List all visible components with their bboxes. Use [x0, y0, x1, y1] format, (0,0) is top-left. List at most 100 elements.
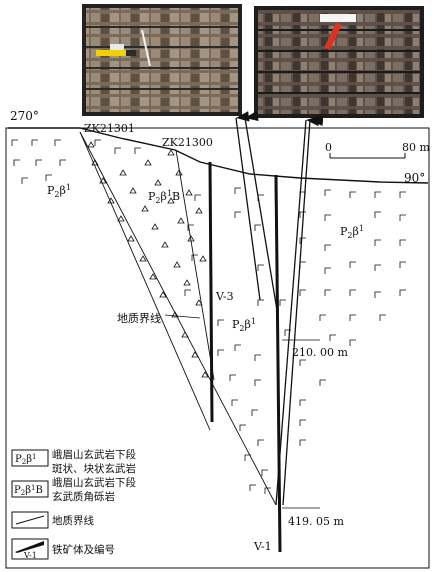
breccia-symbol — [99, 177, 107, 184]
arrow-icon — [235, 111, 261, 301]
breccia-symbol — [91, 159, 99, 166]
arrow-icon — [275, 115, 320, 506]
legend-box-p2b1 — [11, 449, 49, 467]
drillhole-trace-zk21300 — [208, 161, 214, 423]
legend-symbol-p2b1b: P2β1B — [14, 484, 43, 497]
basalt-symbol — [379, 314, 386, 321]
basalt-symbol — [234, 211, 241, 218]
unit-label-p2b1b: P2β1B — [148, 189, 180, 205]
legend-text-p2b1-line1: 峨眉山玄武岩下段 — [52, 448, 136, 461]
basalt-symbol — [284, 329, 291, 336]
basalt-symbol — [349, 261, 356, 268]
basalt-symbol — [264, 487, 271, 494]
breccia-symbol — [141, 205, 149, 212]
basalt-symbol — [254, 379, 261, 386]
basalt-symbol — [399, 289, 406, 296]
basalt-symbol — [217, 349, 224, 356]
basalt-symbol — [45, 174, 52, 181]
basalt-symbol — [324, 289, 331, 296]
basalt-symbol — [194, 194, 201, 201]
basalt-symbol — [299, 419, 306, 426]
breccia-symbol — [144, 159, 152, 166]
basalt-symbol — [324, 189, 331, 196]
basalt-symbol — [191, 254, 198, 261]
basalt-symbol — [244, 454, 251, 461]
basalt-symbol — [319, 379, 326, 386]
legend-text-orebody: 铁矿体及编号 — [52, 543, 115, 556]
basalt-symbol — [374, 191, 381, 198]
unit-label-p2b1-right: P2β1 — [340, 224, 364, 240]
breccia-symbol — [107, 197, 115, 204]
breccia-symbol — [167, 197, 175, 204]
basalt-symbol — [257, 439, 264, 446]
basalt-symbol — [217, 319, 224, 326]
basalt-symbol — [324, 214, 331, 221]
breccia-symbol — [171, 311, 179, 318]
basalt-symbol — [184, 289, 191, 296]
basalt-symbol — [31, 139, 38, 146]
breccia-symbol — [117, 215, 125, 222]
breccia-symbol — [149, 273, 157, 280]
section-frame — [5, 127, 430, 569]
breccia-symbol — [199, 255, 207, 262]
basalt-symbol — [374, 264, 381, 271]
lithology-symbols — [11, 139, 406, 494]
arrow-icon — [244, 110, 278, 311]
breccia-symbol — [151, 223, 159, 230]
breccia-symbol — [139, 255, 147, 262]
basalt-symbol — [399, 261, 406, 268]
orebody-label-v3: V-3 — [215, 290, 234, 303]
breccia-symbol — [161, 241, 169, 248]
topographic-surface — [8, 127, 429, 184]
basalt-symbol — [399, 191, 406, 198]
unit-label-p2b1-center: P2β1 — [232, 317, 256, 333]
basalt-symbol — [299, 237, 306, 244]
basalt-symbol — [234, 187, 241, 194]
legend-orebody-code: V-1 — [23, 551, 37, 560]
breccia-symbol — [119, 169, 127, 176]
basalt-symbol — [349, 289, 356, 296]
breccia-symbol — [181, 331, 189, 338]
scale-end: 80 m — [402, 141, 430, 154]
legend-box-orebody — [11, 538, 49, 560]
basalt-symbol — [234, 344, 241, 351]
scale-bar: 0 80 m — [325, 141, 430, 159]
breccia-symbol — [185, 189, 193, 196]
basalt-symbol — [299, 191, 306, 198]
basalt-symbol — [13, 159, 20, 166]
basalt-symbol — [299, 359, 306, 366]
basalt-symbol — [261, 469, 268, 476]
breccia-symbol — [183, 279, 191, 286]
legend: P2β1 峨眉山玄武岩下段 斑状、块状玄武岩 P2β1B 峨眉山玄武岩下段 玄武… — [11, 448, 136, 560]
photo-link-arrows — [235, 110, 324, 506]
basalt-symbol — [374, 211, 381, 218]
drillhole-label-zk21301: ZK21301 — [84, 122, 135, 135]
basalt-symbol — [349, 339, 356, 346]
pen-icon — [96, 50, 136, 56]
basalt-symbol — [249, 484, 256, 491]
legend-symbol-p2b1: P2β1 — [15, 453, 36, 466]
basalt-symbol — [11, 139, 18, 146]
breccia-symbol — [159, 291, 167, 298]
basalt-symbol — [299, 211, 306, 218]
basalt-symbol — [349, 314, 356, 321]
basalt-symbol — [349, 191, 356, 198]
depth-label-419: 419. 05 m — [288, 515, 344, 528]
legend-box-p2b1b — [11, 480, 49, 498]
basalt-symbol — [251, 409, 258, 416]
basalt-symbol — [257, 194, 264, 201]
basalt-symbol — [279, 299, 286, 306]
hammer-icon — [320, 14, 356, 50]
basalt-symbol — [257, 264, 264, 271]
breccia-symbol — [187, 235, 195, 242]
legend-text-boundary: 地质界线 — [52, 514, 94, 527]
basalt-symbol — [374, 239, 381, 246]
unit-label-p2b1-left: P2β1 — [47, 183, 71, 199]
legend-box-boundary — [11, 511, 49, 529]
basalt-symbol — [329, 334, 336, 341]
breccia-symbol — [201, 371, 209, 378]
basalt-symbol — [254, 354, 261, 361]
scale-start: 0 — [325, 141, 332, 154]
boundary-label-leader — [164, 314, 201, 319]
